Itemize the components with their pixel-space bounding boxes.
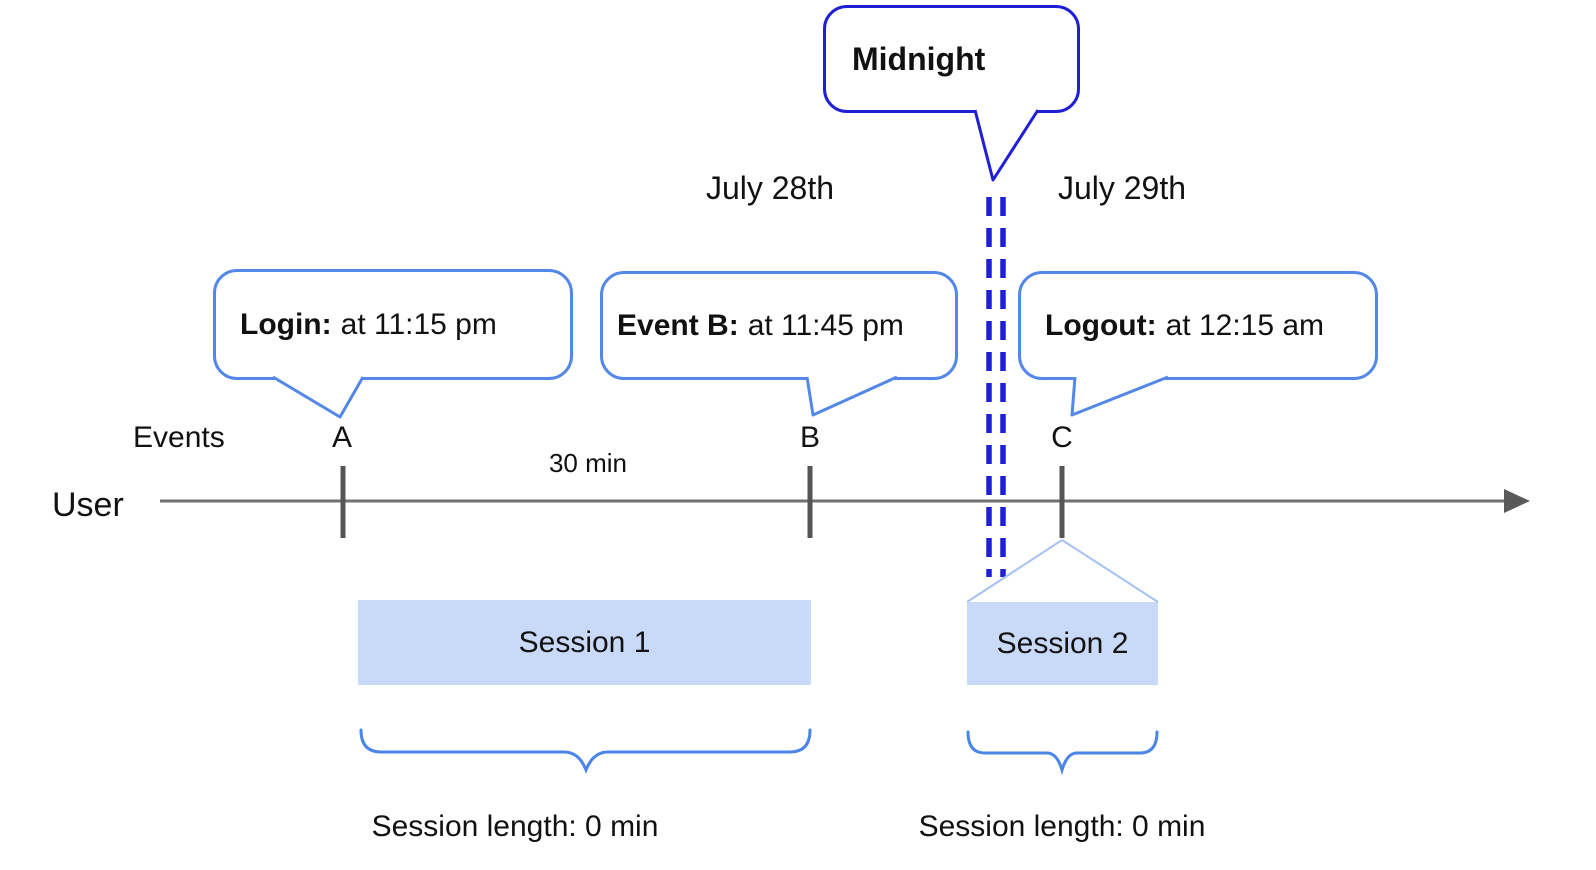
session-2-label: Session 2: [996, 626, 1129, 660]
logout-callout: Logout: at 12:15 am: [1018, 271, 1378, 380]
logout-callout-detail: at 12:15 am: [1165, 308, 1325, 342]
login-callout-tail-fill: [273, 377, 363, 417]
event-b-callout-tail: [805, 375, 898, 417]
session-1-length-label: Session length: 0 min: [371, 810, 659, 843]
logout-callout-tail: [1070, 375, 1169, 417]
event-b-callout-tail-fill: [807, 377, 897, 415]
midnight-label: Midnight: [852, 40, 986, 77]
event-marker-b: B: [799, 421, 820, 454]
login-callout-title: Login:: [240, 307, 332, 341]
logout-callout-title: Logout:: [1045, 308, 1157, 342]
user-axis-label: User: [52, 486, 124, 524]
event-b-callout-title: Event B:: [617, 308, 739, 342]
event-marker-c: C: [1051, 421, 1073, 454]
session-2-funnel-line-left: [966, 539, 1063, 603]
event-marker-a: A: [331, 421, 352, 454]
session-1-box: Session 1: [358, 600, 811, 685]
timeline-arrowhead: [1504, 489, 1530, 513]
session-2-brace: [966, 730, 1159, 776]
midnight-callout: Midnight: [823, 5, 1080, 113]
date-label-july-29: July 29th: [1057, 170, 1187, 206]
events-axis-label: Events: [133, 421, 225, 454]
session-2-length-label: Session length: 0 min: [918, 810, 1206, 843]
session-1-label: Session 1: [518, 625, 651, 659]
event-b-callout-detail: at 11:45 pm: [747, 308, 904, 342]
interval-label-30-min: 30 min: [548, 448, 628, 478]
login-callout: Login: at 11:15 pm: [213, 269, 573, 380]
session-1-brace: [359, 728, 812, 775]
login-callout-tail: [272, 375, 365, 419]
logout-callout-tail-fill: [1072, 377, 1168, 415]
session-2-funnel-line-right: [1061, 539, 1159, 603]
date-label-july-28: July 28th: [705, 170, 835, 206]
session-2-box: Session 2: [967, 602, 1158, 685]
event-b-callout: Event B: at 11:45 pm: [600, 271, 958, 380]
login-callout-detail: at 11:15 pm: [340, 307, 497, 341]
